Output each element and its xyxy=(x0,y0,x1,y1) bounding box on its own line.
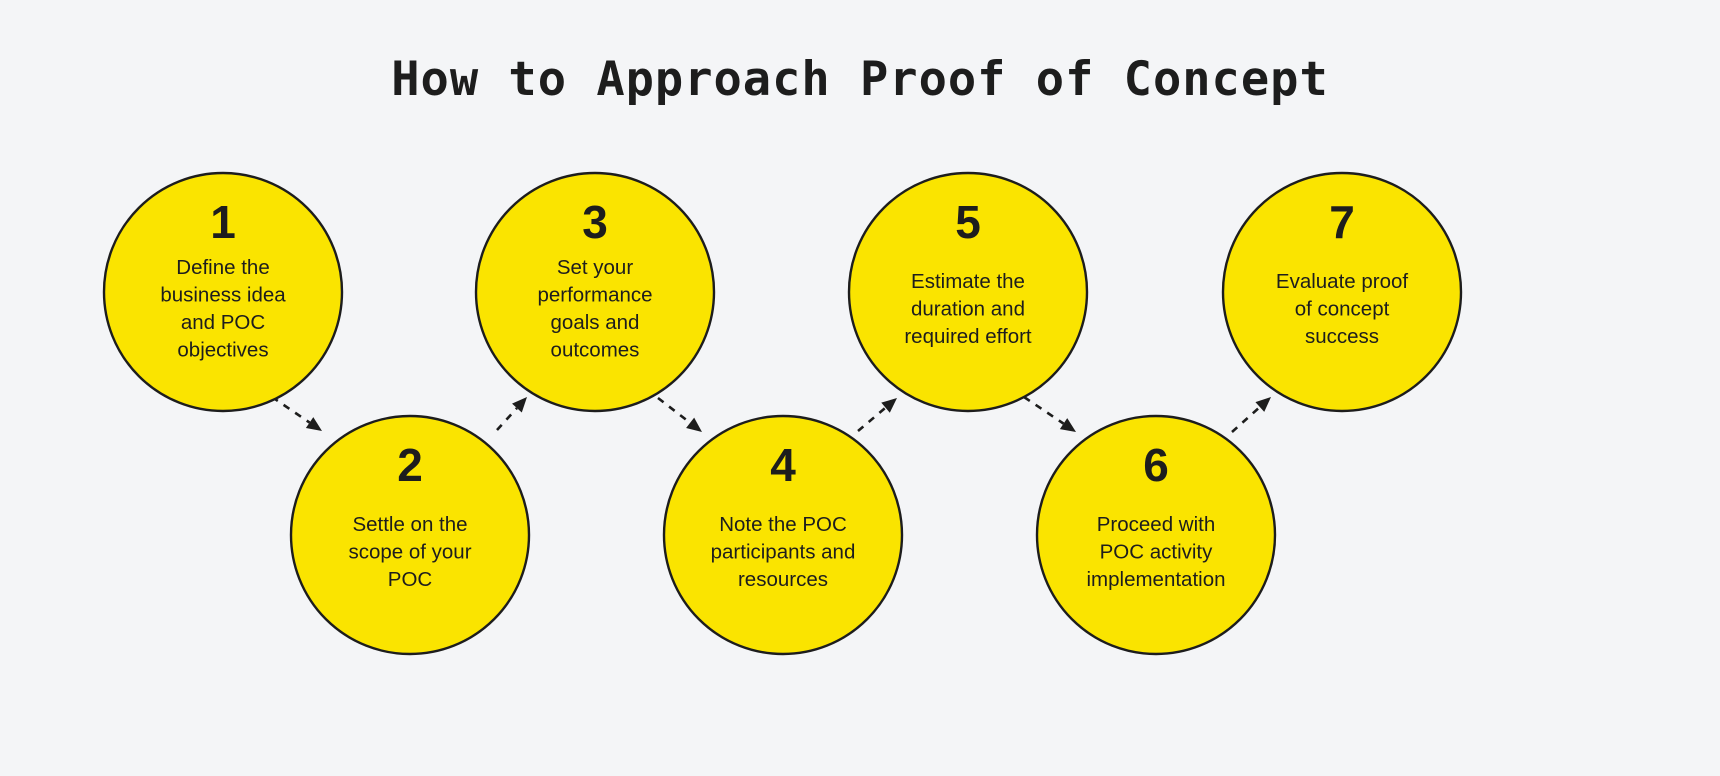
step-label-line: Evaluate proof xyxy=(1276,270,1409,293)
connector-arrow-6-to-7 xyxy=(1231,397,1271,433)
step-number: 5 xyxy=(955,196,981,248)
connector-line xyxy=(857,406,887,432)
step-label-line: of concept xyxy=(1295,297,1390,320)
step-label-line: Proceed with xyxy=(1097,513,1216,536)
arrowhead-icon xyxy=(512,397,527,413)
step-label-line: goals and xyxy=(551,311,640,334)
step-number: 3 xyxy=(582,196,608,248)
connector-arrow-4-to-5 xyxy=(857,398,897,432)
connector-line xyxy=(1023,395,1065,425)
step-label-line: scope of your xyxy=(348,540,471,563)
step-label-line: duration and xyxy=(911,297,1025,320)
connector-arrow-2-to-3 xyxy=(496,397,527,431)
connector-arrow-3-to-4 xyxy=(657,396,702,432)
arrowhead-icon xyxy=(305,417,322,431)
page-title: How to Approach Proof of Concept xyxy=(391,52,1329,107)
step-number: 2 xyxy=(397,439,423,491)
arrowhead-icon xyxy=(686,417,702,432)
connector-line xyxy=(657,396,691,424)
step-label-line: Estimate the xyxy=(911,270,1025,293)
step-label-line: success xyxy=(1305,325,1379,348)
step-label-line: participants and xyxy=(711,540,856,563)
step-label-line: outcomes xyxy=(551,339,640,362)
step-label-line: and POC xyxy=(181,311,266,334)
connector-line xyxy=(271,395,311,424)
connector-arrow-1-to-2 xyxy=(271,395,322,431)
step-label-line: Define the xyxy=(176,256,269,279)
step-label-line: Set your xyxy=(557,256,634,279)
step-number: 6 xyxy=(1143,439,1169,491)
step-label-line: POC activity xyxy=(1100,540,1214,563)
connector-arrow-5-to-6 xyxy=(1023,395,1076,432)
step-circle[interactable] xyxy=(1221,171,1463,413)
step-label-line: resources xyxy=(738,568,828,591)
step-label-line: business idea xyxy=(160,284,286,307)
step-label-line: implementation xyxy=(1086,568,1225,591)
step-circle[interactable] xyxy=(662,414,904,656)
step-circle[interactable] xyxy=(474,171,716,413)
step-circle[interactable] xyxy=(289,414,531,656)
arrowhead-icon xyxy=(1059,418,1076,432)
step-label-line: objectives xyxy=(177,339,268,362)
step-number: 1 xyxy=(210,196,236,248)
step-number: 7 xyxy=(1329,196,1355,248)
connector-line xyxy=(496,407,518,431)
step-label-line: Note the POC xyxy=(719,513,847,536)
arrowhead-icon xyxy=(1255,397,1271,412)
step-circle[interactable] xyxy=(102,171,344,413)
step-circle[interactable] xyxy=(847,171,1089,413)
step-label-line: performance xyxy=(537,284,652,307)
connector-line xyxy=(1231,406,1261,433)
step-label-line: POC xyxy=(388,568,433,591)
step-number: 4 xyxy=(770,439,796,491)
arrowhead-icon xyxy=(881,398,897,413)
step-label-line: Settle on the xyxy=(352,513,467,536)
step-label-line: required effort xyxy=(904,325,1032,348)
step-circle[interactable] xyxy=(1035,414,1277,656)
